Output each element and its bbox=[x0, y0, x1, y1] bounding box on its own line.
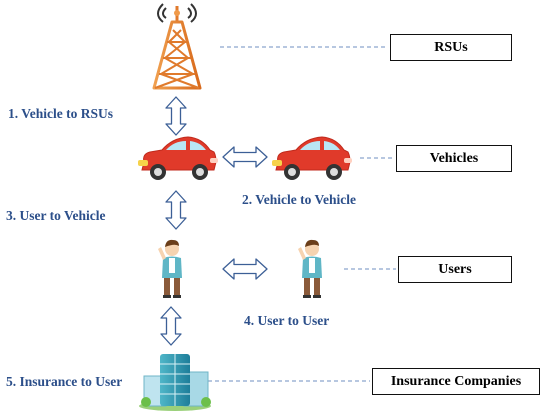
label-insurance-to-user: 5. Insurance to User bbox=[6, 374, 123, 389]
legend-box-vehicles: Vehicles bbox=[396, 145, 512, 172]
car-icon bbox=[272, 136, 352, 180]
legend-box-users: Users bbox=[398, 256, 512, 283]
arrow-insurance-user bbox=[160, 306, 182, 346]
user-icon bbox=[158, 239, 182, 298]
arrow-user-user bbox=[222, 258, 268, 280]
insurance-building-icon bbox=[139, 354, 211, 411]
arrow-vehicle-vehicle bbox=[222, 146, 268, 168]
arrow-user-vehicle bbox=[165, 190, 187, 230]
rsu-tower-icon bbox=[152, 3, 202, 90]
legend-box-insurance: Insurance Companies bbox=[372, 368, 540, 395]
label-vehicle-to-rsus: 1. Vehicle to RSUs bbox=[8, 106, 114, 121]
legend-box-rsus: RSUs bbox=[390, 34, 512, 61]
user-icon bbox=[298, 239, 322, 298]
arrow-vehicle-rsus bbox=[165, 96, 187, 136]
label-user-to-user: 4. User to User bbox=[244, 313, 330, 328]
label-vehicle-to-vehicle: 2. Vehicle to Vehicle bbox=[242, 192, 356, 207]
label-user-to-vehicle: 3. User to Vehicle bbox=[6, 208, 106, 223]
car-icon bbox=[138, 136, 218, 180]
